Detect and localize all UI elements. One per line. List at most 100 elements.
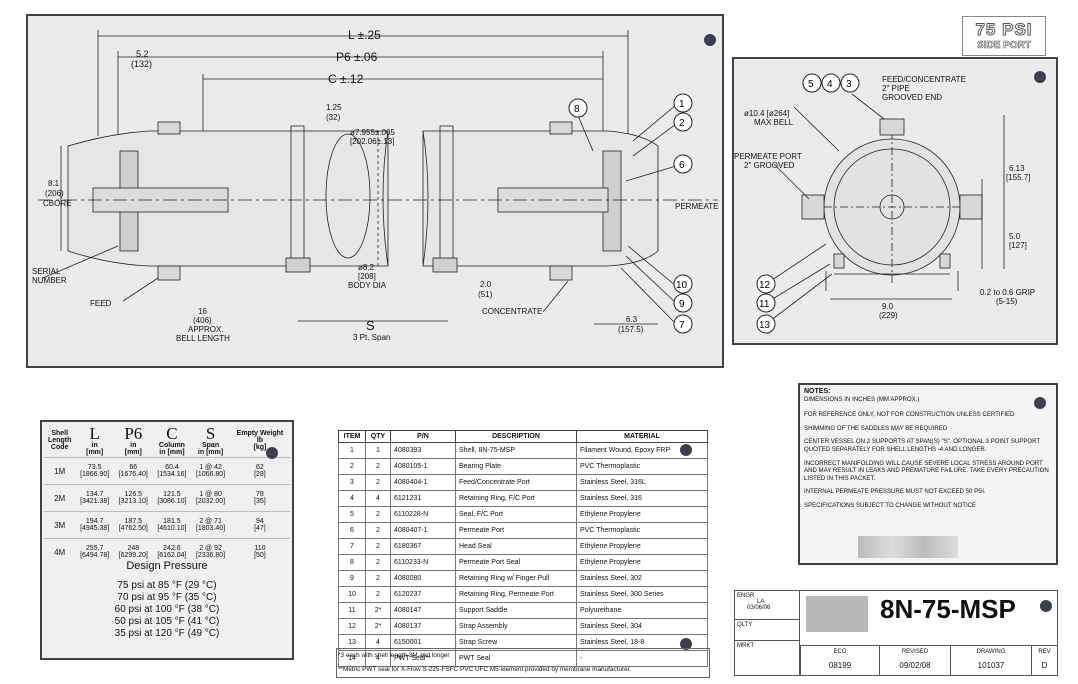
balloon-10: 10 xyxy=(676,280,688,291)
note-line: DIMENSIONS IN INCHES (MM APPROX.) xyxy=(804,395,920,403)
engr-cell: ENGR LA 03/06/06 xyxy=(734,590,800,620)
indicator-dot xyxy=(680,638,692,650)
balloon-7: 7 xyxy=(679,320,685,331)
feed-label: FEED xyxy=(90,299,112,308)
design-pressure-line: 50 psi at 105 °F (41 °C) xyxy=(114,616,220,627)
pressure-rating: 75 PSI xyxy=(975,20,1033,40)
indicator-dot xyxy=(1034,71,1046,83)
note-line: FOR REFERENCE ONLY, NOT FOR CONSTRUCTION… xyxy=(804,411,1015,419)
side-balloons: 1 2 6 8 10 9 7 xyxy=(568,93,693,334)
dim-P6: P6 ±.06 xyxy=(336,50,378,64)
col-qty: QTY xyxy=(365,430,391,443)
table-row: 1M 73.5[1866.90] 66[1676.40] 60.4[1534.1… xyxy=(44,457,290,485)
dim-9-0-mm: (229) xyxy=(879,311,898,320)
balloon-6: 6 xyxy=(679,160,685,171)
bell-label-2: MAX BELL xyxy=(754,118,794,127)
balloon-12: 12 xyxy=(759,280,771,291)
dim-8-2: ø8.2 xyxy=(358,263,375,272)
dim-8-1-mm: (206) xyxy=(45,189,64,198)
note-line: INTERNAL PERMEATE PRESSURE MUST NOT EXCE… xyxy=(804,488,986,496)
side-view-drawing: L ±.25 P6 ±.06 C ±.12 5.2 (132) 1.25 (32… xyxy=(32,28,718,343)
permeate-port-label: PERMEATE PORT xyxy=(734,152,802,161)
dim-8-1-label: CBORE xyxy=(43,199,71,208)
serial-label: SERIAL xyxy=(32,267,61,276)
indicator-dot xyxy=(1034,397,1046,409)
engr-label: ENGR xyxy=(737,593,755,599)
design-pressure-line: 70 psi at 95 °F (35 °C) xyxy=(117,592,217,603)
balloon-4: 4 xyxy=(827,79,833,90)
col-description: DESCRIPTION xyxy=(455,430,577,443)
note-line: CENTER VESSEL ON 2 SUPPORTS AT SPAN(S) "… xyxy=(804,438,1041,453)
engr-date: 03/06/06 xyxy=(747,605,771,611)
end-view-panel: FEED/CONCENTRATE 2" PIPE GROOVED END ø10… xyxy=(732,57,1058,345)
engr-initials: LA xyxy=(757,599,765,605)
permeate-port-label-2: 2" GROOVED xyxy=(744,161,795,170)
end-view-drawing: FEED/CONCENTRATE 2" PIPE GROOVED END ø10… xyxy=(734,73,1035,334)
dim-2-0: 2.0 xyxy=(480,280,492,289)
balloon-11: 11 xyxy=(759,299,770,310)
design-pressure-title: Design Pressure xyxy=(126,560,208,572)
balloon-13: 13 xyxy=(759,320,771,331)
dim-9-0: 9.0 xyxy=(882,302,894,311)
dim-6-3: 6.3 xyxy=(626,315,638,324)
dim-16-bell: BELL LENGTH xyxy=(176,334,230,343)
dim-16-mm: (406) xyxy=(193,316,212,325)
footnote-2: **Metric PWT seal for X-Flow S-225-FSFC … xyxy=(338,666,632,673)
eco-label: ECO xyxy=(833,649,847,655)
col-material: MATERIAL xyxy=(576,430,708,443)
indicator-dot xyxy=(1040,600,1052,612)
note-line: SPECIFICATIONS SUBJECT TO CHANGE WITHOUT… xyxy=(804,501,977,509)
grip-label: 0.2 to 0.6 GRIP xyxy=(980,288,1035,297)
col-pn: P/N xyxy=(390,430,456,443)
dim-16: 16 xyxy=(198,307,207,316)
concentrate-label: CONCENTRATE xyxy=(482,307,542,316)
dim-8-1: 8.1 xyxy=(48,179,60,188)
mrkt-label: MRKT xyxy=(737,643,754,649)
design-pressure-line: 35 psi at 120 °F (49 °C) xyxy=(114,628,220,639)
drawing-value: 101037 xyxy=(977,661,1005,670)
design-pressure: Design Pressure 75 psi at 85 °F (29 °C) … xyxy=(44,560,290,640)
bell-label: ø10.4 [ø264] xyxy=(744,109,789,118)
rev-cell: REV D xyxy=(1031,645,1058,676)
permeate-label: PERMEATE xyxy=(675,202,718,211)
dim-6-13: 6.13 xyxy=(1009,164,1025,173)
dim-1-25: 1.25 xyxy=(326,103,342,112)
note-line: INCORRECT MANIFOLDING WILL CAUSE SEVERE … xyxy=(804,459,1049,482)
qlty-cell: QLTY xyxy=(734,619,800,641)
pressure-rating-stamp: 75 PSI SIDE PORT xyxy=(962,16,1046,56)
col-item: ITEM xyxy=(338,430,366,443)
rev-value: D xyxy=(1041,661,1048,670)
dim-C: C ±.12 xyxy=(328,72,364,86)
dim-8-2-mm: [208] xyxy=(358,272,376,281)
side-view-panel: L ±.25 P6 ±.06 C ±.12 5.2 (132) 1.25 (32… xyxy=(26,14,724,368)
dim-5-2: 5.2 xyxy=(136,49,149,59)
balloon-2: 2 xyxy=(679,118,685,129)
pipe-label: 2" PIPE xyxy=(882,84,910,93)
port-type: SIDE PORT xyxy=(977,40,1032,52)
eco-value: 08199 xyxy=(828,661,852,670)
design-pressure-line: 75 psi at 85 °F (29 °C) xyxy=(117,580,217,591)
feed-conc-label: FEED/CONCENTRATE xyxy=(882,75,966,84)
dim-5-0-mm: [127] xyxy=(1009,241,1027,250)
mrkt-cell: MRKT xyxy=(734,640,800,676)
design-pressure-line: 60 psi at 100 °F (38 °C) xyxy=(114,604,220,615)
indicator-dot xyxy=(680,444,692,456)
table-row: 3M 194.7[4945.38] 187.5[4762.50] 181.5[4… xyxy=(44,511,290,539)
indicator-dot xyxy=(704,34,716,46)
revised-label: REVISED xyxy=(901,649,929,655)
dim-5-0: 5.0 xyxy=(1009,232,1021,241)
grooved-end-label: GROOVED END xyxy=(882,93,942,102)
